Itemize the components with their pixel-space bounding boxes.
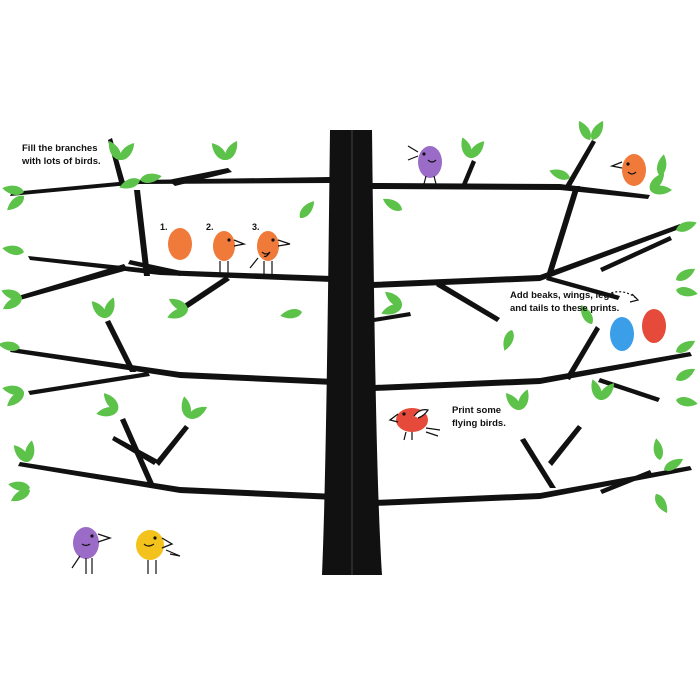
instruction-line: Print some [452,405,502,416]
instruction-line: and tails to these prints. [510,302,620,314]
step-number: 1. [160,222,168,232]
instruction-line: flying birds. [452,417,506,429]
instruction-fill-branches: Fill the branches with lots of birds. [22,143,101,168]
orange-bird-top-right [609,154,646,186]
yellow-bird-bottom [136,530,181,574]
flying-bird [388,408,441,441]
step-number: 2. [206,222,214,232]
instruction-flying-birds: Print some flying birds. [452,405,506,430]
blue-print [610,317,634,351]
purple-bird-bottom [71,527,113,574]
tree-trunk [322,130,382,575]
bird-step-2 [213,231,247,276]
arrow-icon [603,291,640,303]
red-print [642,309,666,343]
instruction-line: with lots of birds. [22,155,101,167]
instruction-line: Fill the branches [22,143,98,154]
bird-step-3 [249,231,291,276]
fingerprint-step-1 [168,228,192,260]
branches-left [10,138,336,500]
instruction-add-features: Add beaks, wings, legs and tails to thes… [510,290,619,315]
purple-bird-top [407,145,442,185]
step-number: 3. [252,222,260,232]
instruction-line: Add beaks, wings, legs [510,290,615,301]
